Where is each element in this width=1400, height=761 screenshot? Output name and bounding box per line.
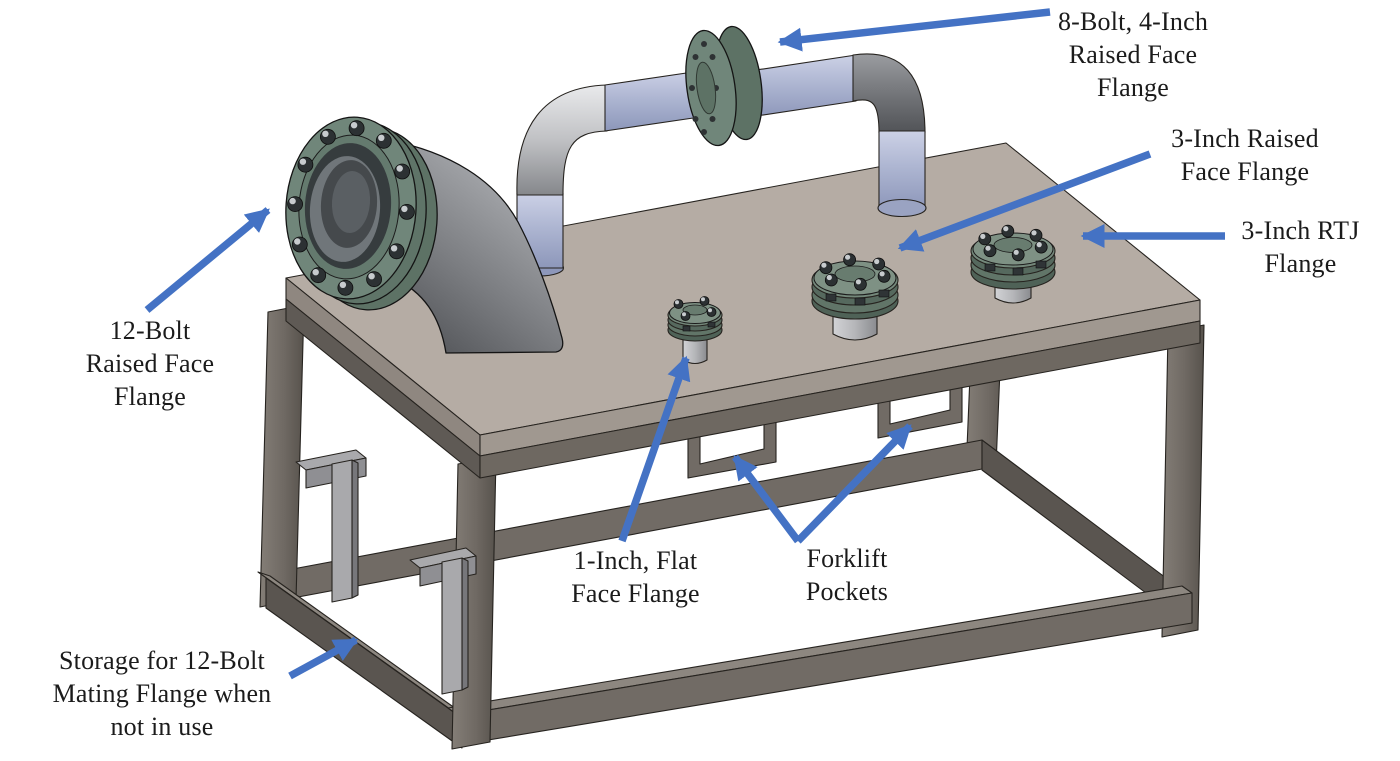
flange-12-bolt-bolts: [287, 120, 415, 296]
label-storage-12-bolt-mating-flange: Storage for 12-Bolt Mating Flange when n…: [52, 646, 272, 741]
flange-8-bolt-4-inch-model: [685, 25, 763, 147]
arrow-storage: [288, 636, 359, 680]
flange-3-inch-rf-model: [811, 253, 899, 341]
flange-12-bolt-model: [285, 116, 438, 311]
arrow-8-bolt-4-inch: [777, 8, 1051, 52]
tabletop: [285, 142, 1201, 479]
table-frame: [257, 175, 1205, 750]
flange-3-inch-rtj-model: [970, 224, 1056, 304]
label-3-inch-rtj-flange: 3-Inch RTJ Flange: [1241, 216, 1360, 278]
arrow-1-inch-flat-face: [618, 355, 691, 543]
flange-1-inch-model: [667, 296, 723, 365]
frame-bottom-rail-front: [457, 592, 1193, 746]
arrow-forklift-right: [795, 423, 913, 544]
arrow-3-inch-raised-face: [897, 150, 1152, 252]
pipe-arch-left-elbow: [516, 84, 608, 196]
annotation-arrows: [144, 8, 1225, 680]
label-12-bolt-raised-face-flange: 12-Bolt Raised Face Flange: [85, 316, 215, 411]
label-1-inch-flat-face-flange: 1-Inch, Flat Face Flange: [571, 546, 700, 608]
label-3-inch-raised-face-flange: 3-Inch Raised Face Flange: [1171, 124, 1319, 186]
label-forklift-pockets: Forklift Pockets: [805, 544, 889, 606]
pipe-arch: [515, 25, 927, 277]
label-8-bolt-4-inch-raised-face-flange: 8-Bolt, 4-Inch Raised Face Flange: [1057, 7, 1209, 102]
arrow-forklift-left: [732, 454, 801, 544]
frame-bottom-rail-left-end: [265, 577, 463, 749]
storage-bracket-lower: [409, 547, 477, 695]
pipe-arch-right-elbow: [852, 53, 926, 134]
frame-leg-back-left: [259, 304, 305, 608]
storage-bracket-upper: [295, 449, 367, 603]
pipe-arch-right-leg: [878, 130, 926, 210]
arrow-12-bolt: [144, 207, 271, 313]
